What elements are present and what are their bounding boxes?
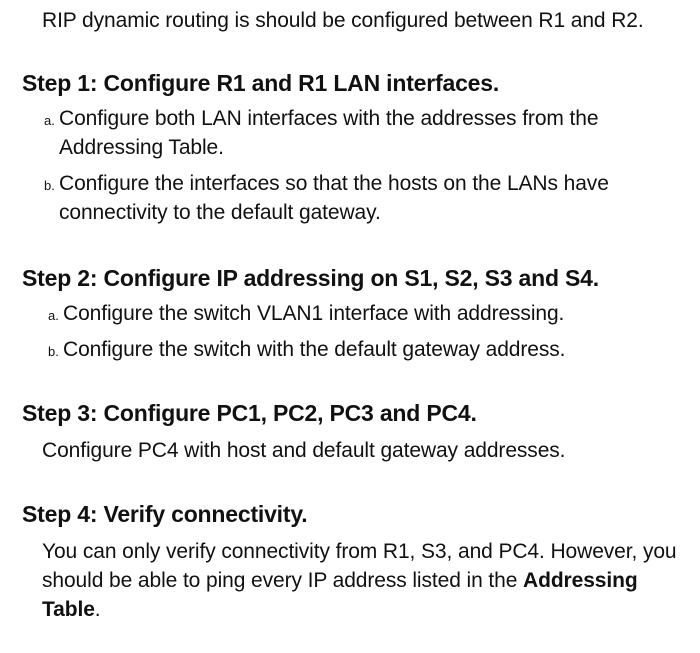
list-item-text: Configure the interfaces so that the hos… xyxy=(59,172,609,224)
addressing-table-emphasis: Addressing Table xyxy=(42,569,638,621)
step-2-heading: Step 2: Configure IP addressing on S1, S… xyxy=(22,265,599,291)
intro-paragraph: RIP dynamic routing is should be configu… xyxy=(42,9,644,32)
list-item-text: Configure both LAN interfaces with the a… xyxy=(59,107,599,159)
step-4-body-prefix: You can only verify connectivity from R1… xyxy=(42,540,677,592)
step-1-heading: Step 1: Configure R1 and R1 LAN interfac… xyxy=(22,70,500,96)
list-marker: a. xyxy=(44,113,55,128)
list-marker: a. xyxy=(48,308,59,323)
step-3-body: Configure PC4 with host and default gate… xyxy=(42,439,566,462)
list-item-text: Configure the switch with the default ga… xyxy=(63,338,566,361)
step-3-heading: Step 3: Configure PC1, PC2, PC3 and PC4. xyxy=(22,400,477,426)
step-4-body: You can only verify connectivity from R1… xyxy=(42,537,678,624)
step-4-body-suffix: . xyxy=(94,598,101,621)
step-2-sublist: a. Configure the switch VLAN1 interface … xyxy=(22,299,680,364)
list-item: a. Configure both LAN interfaces with th… xyxy=(44,104,680,162)
list-item: b. Configure the interfaces so that the … xyxy=(44,169,680,227)
step-4-heading: Step 4: Verify connectivity. xyxy=(22,501,308,527)
list-item-text: Configure the switch VLAN1 interface wit… xyxy=(63,302,565,325)
list-marker: b. xyxy=(48,344,59,359)
list-marker: b. xyxy=(44,178,55,193)
list-item: a. Configure the switch VLAN1 interface … xyxy=(48,299,680,328)
list-item: b. Configure the switch with the default… xyxy=(48,335,680,364)
step-1-sublist: a. Configure both LAN interfaces with th… xyxy=(22,104,680,227)
